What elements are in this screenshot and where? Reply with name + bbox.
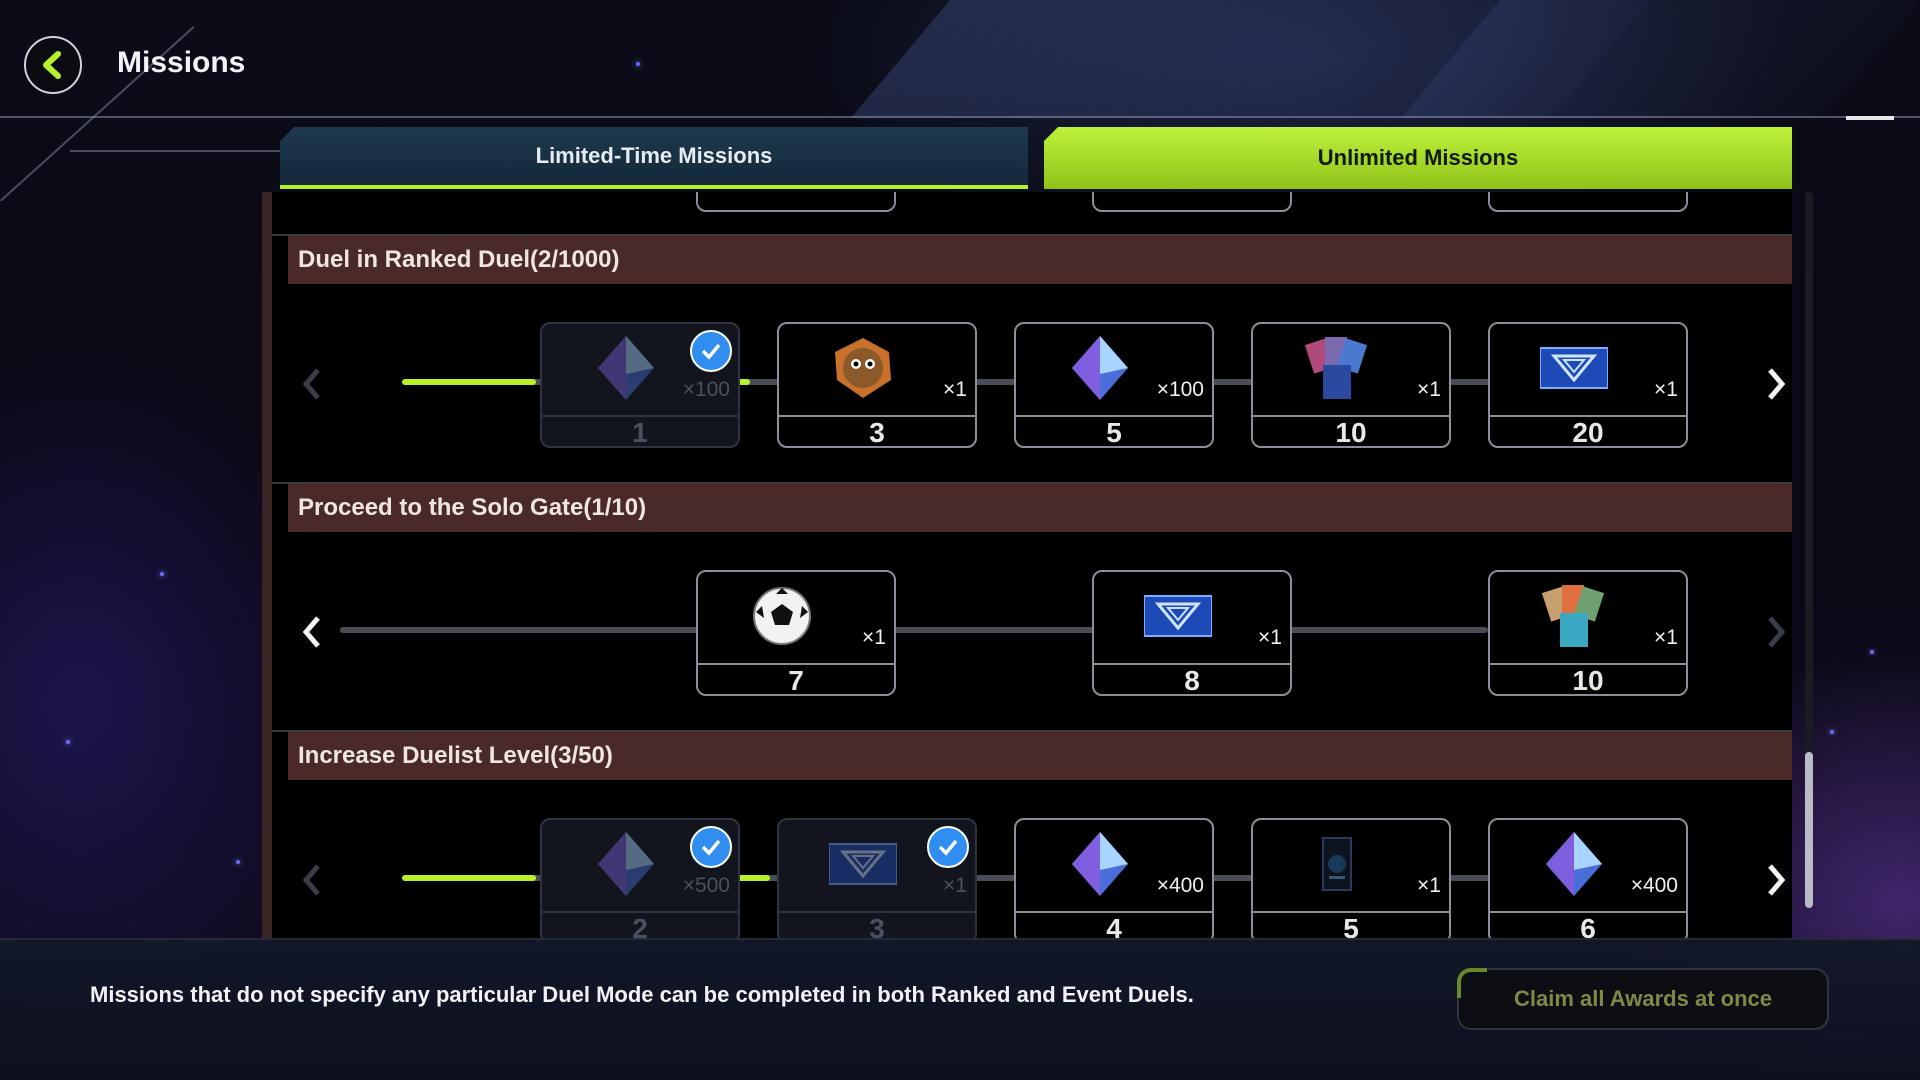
ticket-icon	[829, 843, 897, 885]
gem-icon	[598, 336, 654, 400]
card-pack-icon	[1541, 585, 1605, 647]
reward-step: 10	[1490, 663, 1686, 694]
reward-quantity: ×400	[1630, 874, 1678, 897]
ball-icon	[753, 587, 811, 645]
reward-quantity: ×1	[1417, 378, 1441, 401]
reward-step: 8	[1094, 663, 1290, 694]
scrollbar-thumb[interactable]	[1805, 752, 1813, 908]
reward-quantity: ×1	[943, 874, 967, 897]
reward-quantity: ×1	[1654, 378, 1678, 401]
reward-card[interactable]: ×1 3	[777, 818, 977, 938]
reward-quantity: ×1	[862, 626, 886, 649]
reward-card[interactable]: ×1 10	[1488, 570, 1688, 696]
decorative-line	[70, 150, 280, 152]
reward-card[interactable]: ×400 4	[1014, 818, 1214, 938]
gem-icon	[598, 832, 654, 896]
reward-card-partial	[1092, 192, 1292, 212]
reward-card[interactable]: ×1 10	[1251, 322, 1451, 448]
progress-track-filled	[730, 875, 770, 881]
reward-card[interactable]: ×100 5	[1014, 322, 1214, 448]
claim-all-button-accent	[1457, 968, 1487, 998]
reward-step: 6	[1490, 911, 1686, 938]
gem-icon	[1072, 336, 1128, 400]
reward-step: 3	[779, 911, 975, 938]
star	[66, 740, 70, 744]
progress-track-filled	[730, 379, 750, 385]
reward-quantity: ×400	[1156, 874, 1204, 897]
arrow-right-icon[interactable]	[1762, 612, 1790, 652]
mission-title: Duel in Ranked Duel(2/1000)	[288, 236, 1792, 284]
reward-step: 5	[1016, 415, 1212, 446]
reward-quantity: ×1	[943, 378, 967, 401]
chevron-left-icon	[43, 51, 61, 79]
reward-step: 10	[1253, 415, 1449, 446]
row-divider	[272, 730, 1792, 732]
reward-quantity: ×100	[1156, 378, 1204, 401]
footer: Missions that do not specify any particu…	[0, 938, 1920, 1080]
reward-quantity: ×1	[1654, 626, 1678, 649]
claimed-check-icon	[690, 330, 732, 372]
reward-quantity: ×1	[1417, 874, 1441, 897]
kuriboh-icon	[835, 338, 891, 398]
reward-step: 1	[542, 415, 738, 446]
reward-quantity: ×1	[1258, 626, 1282, 649]
row-divider	[272, 234, 1792, 236]
footer-note: Missions that do not specify any particu…	[90, 982, 1194, 1007]
scrollbar-track[interactable]	[1805, 192, 1813, 908]
reward-card[interactable]: ×400 6	[1488, 818, 1688, 938]
ticket-icon	[1540, 347, 1608, 389]
progress-track-filled	[402, 379, 536, 385]
reward-quantity: ×100	[682, 378, 730, 401]
card-sleeve-icon	[1322, 837, 1352, 891]
reward-step: 5	[1253, 911, 1449, 938]
reward-card[interactable]: ×100 1	[540, 322, 740, 448]
reward-card[interactable]: ×1 3	[777, 322, 977, 448]
ticket-icon	[1144, 595, 1212, 637]
missions-list[interactable]: Duel in Ranked Duel(2/1000) ×100 1 ×1 3 …	[262, 192, 1792, 938]
tab-limited-time-missions[interactable]: Limited-Time Missions	[280, 127, 1028, 189]
mission-title: Increase Duelist Level(3/50)	[288, 732, 1792, 780]
reward-step: 2	[542, 911, 738, 938]
claimed-check-icon	[690, 826, 732, 868]
progress-track	[340, 627, 1488, 633]
star	[1870, 650, 1874, 654]
star	[236, 860, 240, 864]
reward-card[interactable]: ×1 20	[1488, 322, 1688, 448]
back-button[interactable]	[24, 36, 82, 94]
page-title: Missions	[117, 46, 246, 79]
arrow-left-icon[interactable]	[298, 364, 326, 404]
star	[1830, 730, 1834, 734]
progress-track-filled	[402, 875, 536, 881]
progress-track	[402, 875, 1612, 881]
reward-step: 20	[1490, 415, 1686, 446]
tab-unlimited-missions[interactable]: Unlimited Missions	[1044, 127, 1792, 189]
gem-icon	[1546, 832, 1602, 896]
arrow-right-icon[interactable]	[1762, 860, 1790, 900]
reward-card[interactable]: ×500 2	[540, 818, 740, 938]
reward-card-partial	[696, 192, 896, 212]
reward-step: 3	[779, 415, 975, 446]
reward-card[interactable]: ×1 8	[1092, 570, 1292, 696]
gem-icon	[1072, 832, 1128, 896]
reward-quantity: ×500	[682, 874, 730, 897]
row-divider	[272, 482, 1792, 484]
reward-step: 4	[1016, 911, 1212, 938]
arrow-right-icon[interactable]	[1762, 364, 1790, 404]
reward-card[interactable]: ×1 7	[696, 570, 896, 696]
star	[160, 572, 164, 576]
star	[636, 62, 640, 66]
claimed-check-icon	[927, 826, 969, 868]
claim-all-button[interactable]: Claim all Awards at once	[1457, 968, 1829, 1030]
arrow-left-icon[interactable]	[298, 860, 326, 900]
reward-card-partial	[1488, 192, 1688, 212]
reward-step: 7	[698, 663, 894, 694]
header: Missions	[0, 0, 1920, 120]
progress-track	[402, 379, 1612, 385]
header-divider-accent	[1846, 116, 1894, 120]
reward-card[interactable]: ×1 5	[1251, 818, 1451, 938]
mission-title: Proceed to the Solo Gate(1/10)	[288, 484, 1792, 532]
header-divider	[0, 116, 1920, 118]
arrow-left-icon[interactable]	[298, 612, 326, 652]
card-pack-icon	[1304, 337, 1368, 399]
